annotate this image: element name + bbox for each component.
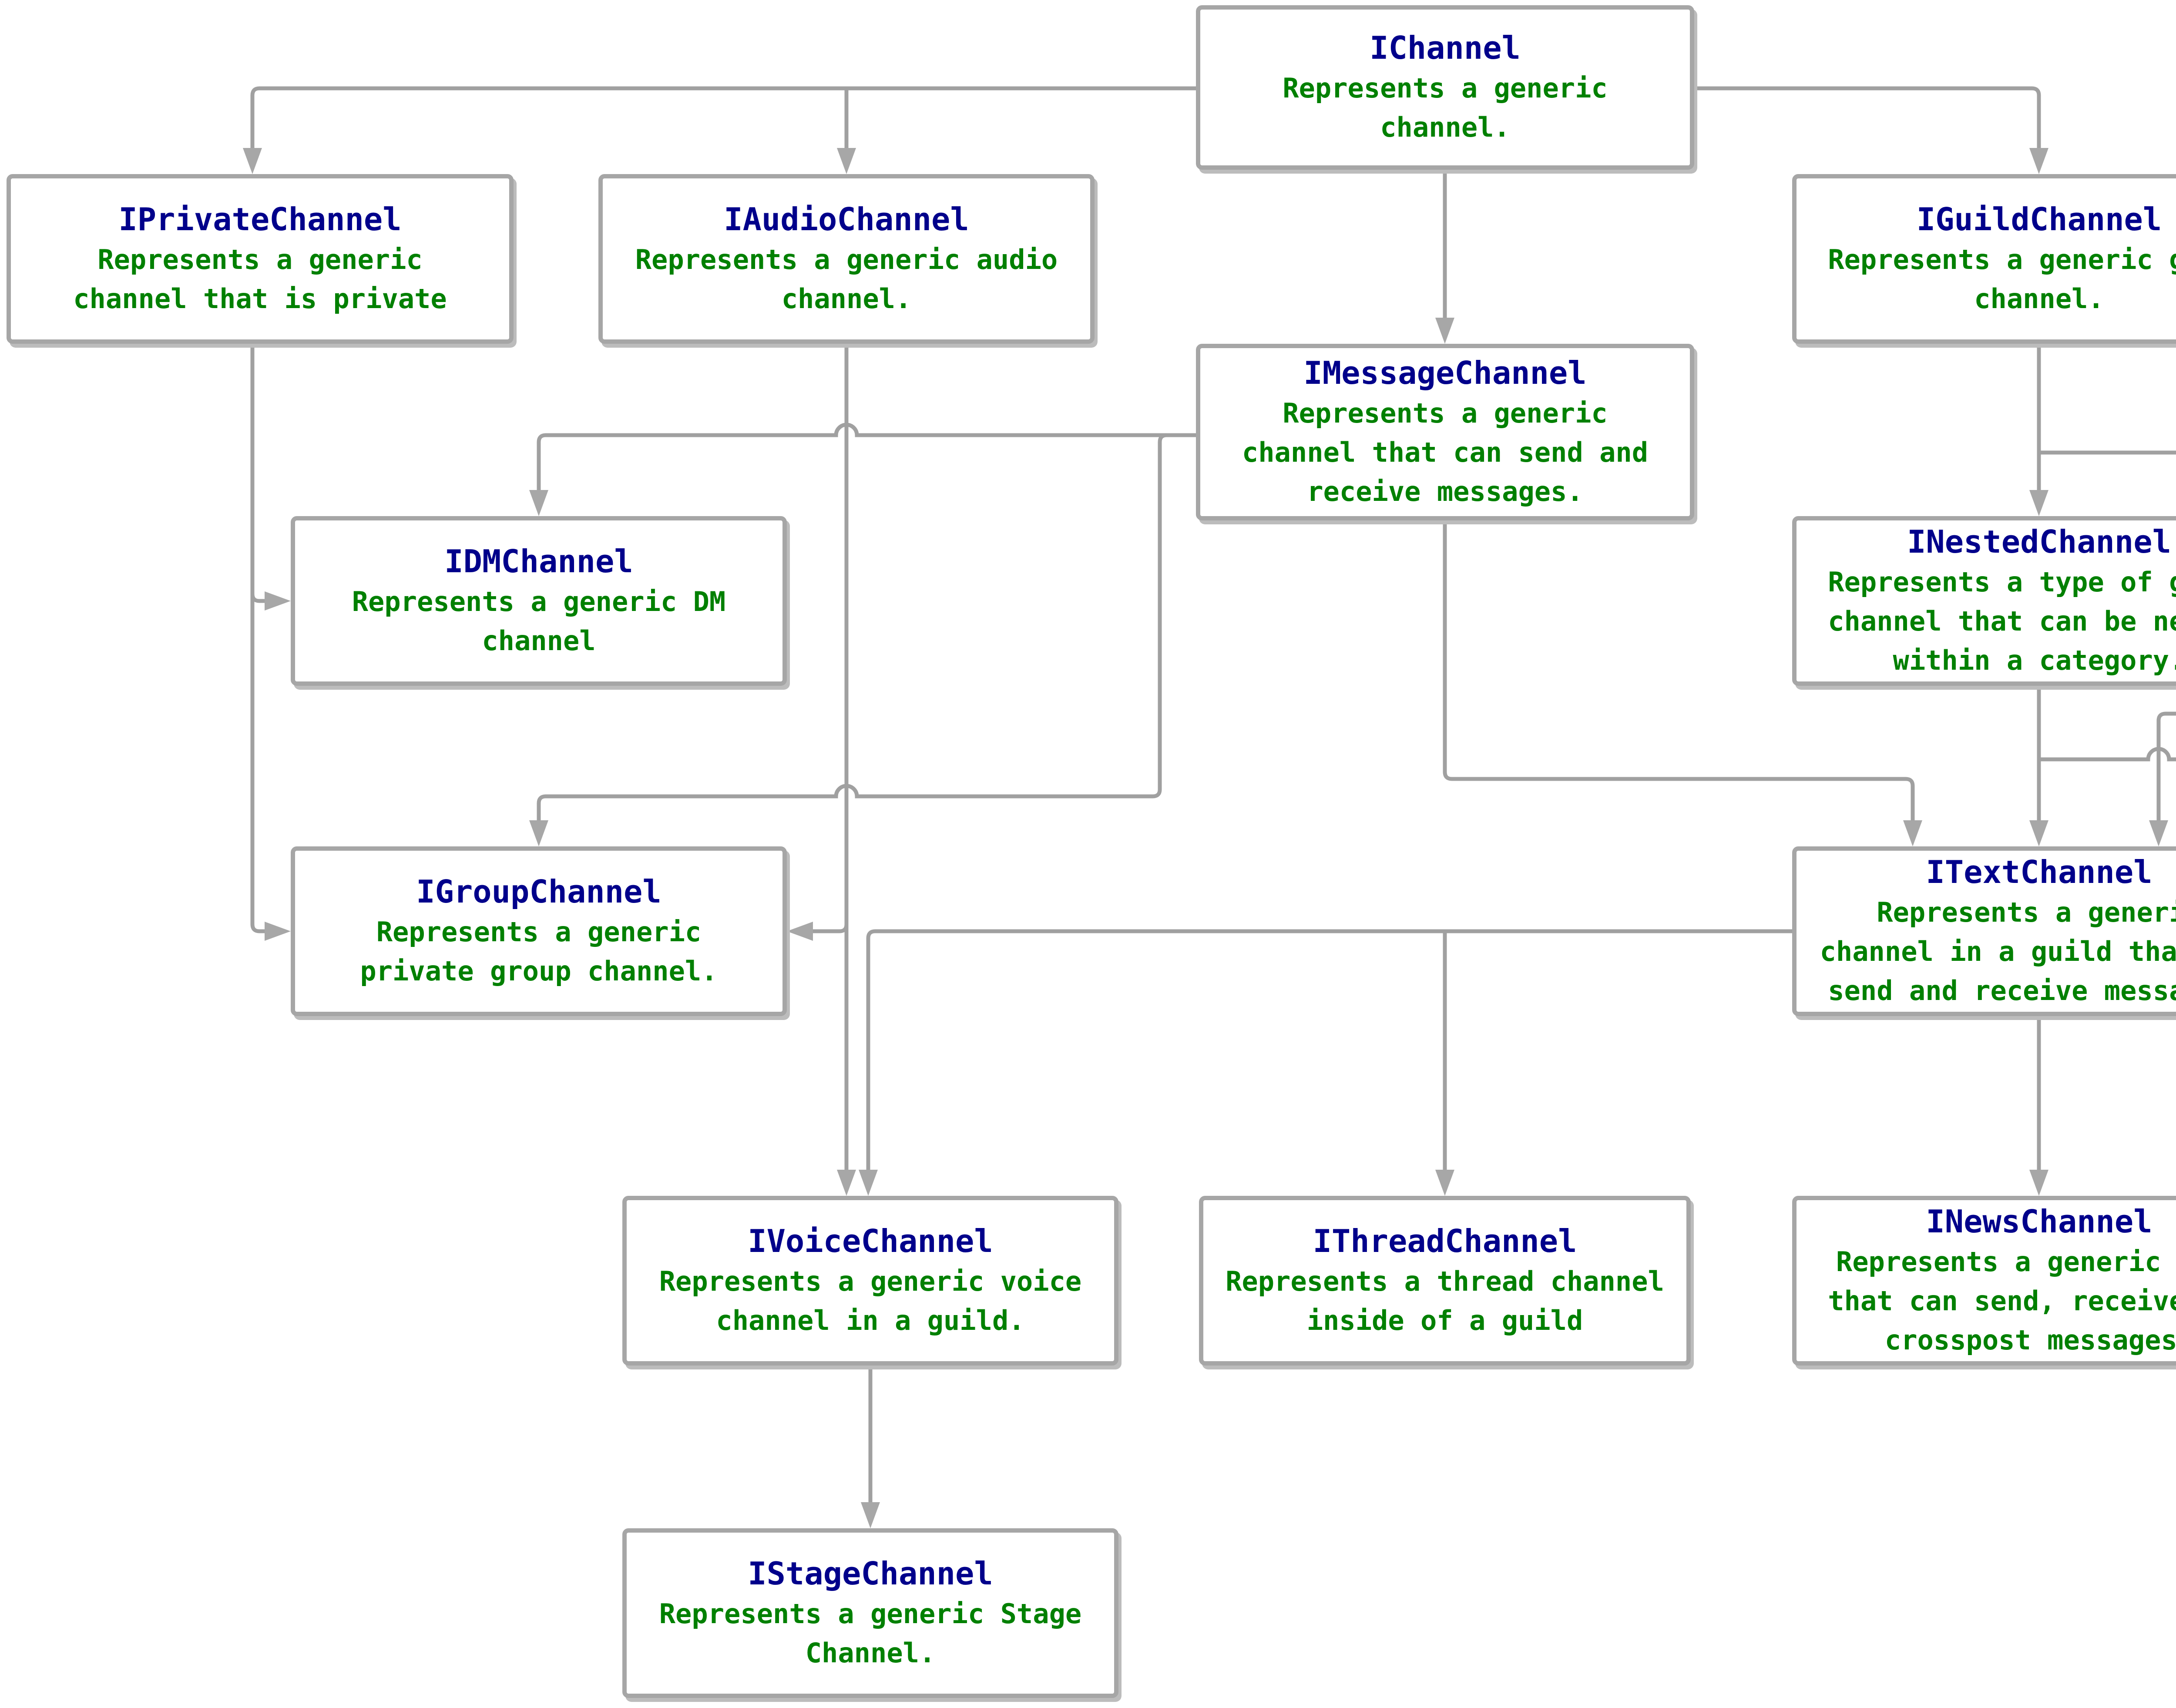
- node-description-line: channel.: [1380, 111, 1510, 143]
- node-description-line: Represents a generic: [1283, 72, 1608, 104]
- node-title: IAudioChannel: [724, 201, 969, 238]
- node-description-line: channel that can send and: [1242, 436, 1649, 468]
- node-title: IGuildChannel: [1916, 201, 2162, 238]
- arrowhead-ivoicechannel-to-istagechannel: [861, 1502, 880, 1528]
- edge-iprivatechannel-to-igroupchannel: [250, 344, 265, 933]
- node-description-line: Channel.: [805, 1637, 936, 1669]
- edge-imessagechannel-to-idmchannel: [537, 423, 1196, 490]
- node-description-line: Represents a generic voice: [659, 1265, 1082, 1297]
- node-title: IMessageChannel: [1303, 355, 1587, 392]
- node-title: IStageChannel: [748, 1555, 993, 1592]
- node-description-line: within a category.: [1893, 644, 2176, 676]
- arrowhead-ichannel-to-iguildchannel: [2029, 148, 2048, 174]
- node-description-line: Represents a generic: [376, 916, 702, 948]
- node-description-line: channel in a guild.: [716, 1304, 1025, 1336]
- node-title: INestedChannel: [1907, 523, 2171, 560]
- node-description-line: Represents a generic Stage: [659, 1597, 1082, 1630]
- node-description-line: Represents a generic audio: [635, 243, 1058, 275]
- arrowhead-iaudiochannel-to-ivoicechannel: [837, 1170, 856, 1196]
- node-description-line: send and receive messages.: [1828, 974, 2176, 1007]
- node-title: IChannel: [1370, 30, 1521, 67]
- arrowhead-iprivatechannel-to-igroupchannel: [265, 922, 291, 941]
- edge-itextchannel-to-ivoicechannel: [866, 929, 1792, 1170]
- arrowhead-iprivatechannel-to-idmchannel: [265, 591, 291, 611]
- arrowhead-ichannel-to-imessagechannel: [1435, 318, 1454, 344]
- node-title: IThreadChannel: [1313, 1223, 1577, 1260]
- node-title: IVoiceChannel: [748, 1223, 993, 1260]
- edge-ichannel-to-iprivatechannel: [250, 86, 1196, 148]
- node-description-line: crosspost messages.: [1884, 1324, 2176, 1356]
- node-description-line: receive messages.: [1307, 475, 1583, 507]
- arrowhead-ichannel-to-iprivatechannel: [243, 148, 262, 174]
- arrowhead-iintegrationchannel-to-itextchannel: [2149, 820, 2168, 846]
- arrowhead-imessagechannel-to-itextchannel: [1903, 820, 1922, 846]
- node-title: ITextChannel: [1926, 854, 2152, 891]
- node-description-line: channel that is private: [73, 282, 447, 315]
- arrowhead-ichannel-to-iaudiochannel: [837, 148, 856, 174]
- node-description-line: that can send, receive and: [1828, 1285, 2176, 1317]
- node-title: IPrivateChannel: [118, 201, 402, 238]
- node-description-line: Represents a generic: [1877, 896, 2176, 928]
- edge-iintegrationchannel-to-itextchannel: [2156, 711, 2176, 820]
- edge-iguildchannel-to-iintegrationchannel: [2039, 450, 2176, 455]
- node-title: INewsChannel: [1926, 1203, 2152, 1240]
- arrowhead-itextchannel-to-ithreadchannel: [1435, 1170, 1454, 1196]
- edge-iaudiochannel-to-igroupchannel: [813, 344, 849, 933]
- edge-imessagechannel-to-itextchannel: [1443, 520, 1915, 820]
- node-description-line: channel.: [1974, 282, 2104, 315]
- node-description-line: Represents a thread channel: [1226, 1265, 1664, 1297]
- node-description-line: channel that can be nested: [1828, 605, 2176, 637]
- node-description-line: channel: [482, 624, 596, 657]
- node-description-line: channel in a guild that can: [1820, 935, 2176, 967]
- arrowhead-inestedchannel-to-itextchannel: [2029, 820, 2048, 846]
- arrowhead-imessagechannel-to-igroupchannel: [529, 820, 548, 846]
- node-description-line: inside of a guild: [1306, 1304, 1583, 1336]
- arrowhead-imessagechannel-to-idmchannel: [529, 490, 548, 516]
- edge-inestedchannel-to-iforumchannel: [2039, 747, 2176, 762]
- node-title: IGroupChannel: [416, 873, 662, 910]
- edge-ichannel-to-iguildchannel: [1694, 86, 2041, 148]
- node-description-line: Represents a generic: [97, 243, 423, 275]
- node-title: IDMChannel: [444, 543, 633, 580]
- node-description-line: Represents a generic news: [1836, 1245, 2161, 1278]
- edge-imessagechannel-to-igroupchannel: [537, 433, 1196, 820]
- arrowhead-itextchannel-to-ivoicechannel: [859, 1170, 878, 1196]
- node-description-line: Represents a generic DM: [352, 585, 726, 617]
- node-description-line: Represents a generic: [1283, 397, 1608, 429]
- arrowhead-iaudiochannel-to-igroupchannel: [787, 922, 813, 941]
- node-description-line: private group channel.: [360, 955, 718, 987]
- arrowhead-iguildchannel-to-inestedchannel: [2029, 490, 2048, 516]
- arrowhead-itextchannel-to-inewschannel: [2029, 1170, 2048, 1196]
- node-description-line: Represents a type of guild: [1828, 566, 2176, 598]
- node-description-line: channel.: [781, 282, 912, 315]
- node-description-line: Represents a generic guild: [1828, 243, 2176, 275]
